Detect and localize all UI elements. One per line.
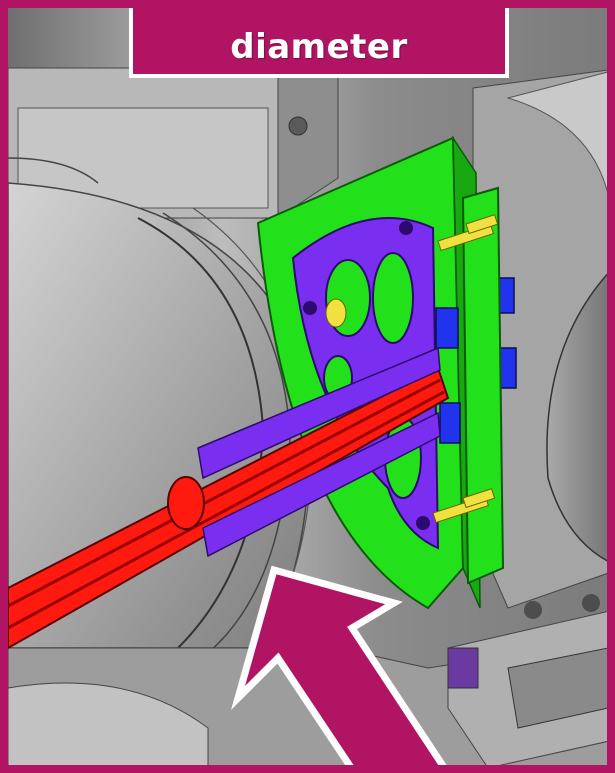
red-rod (8, 346, 450, 650)
caption-box: diameter (129, 8, 509, 78)
yellow-pins (325, 214, 499, 524)
green-plate-front (461, 186, 505, 585)
cad-illustration (8, 8, 607, 765)
pointer-arrow-icon (231, 565, 447, 765)
caption-text: diameter (230, 27, 408, 67)
blue-block (435, 307, 459, 349)
right-bore (546, 273, 607, 562)
